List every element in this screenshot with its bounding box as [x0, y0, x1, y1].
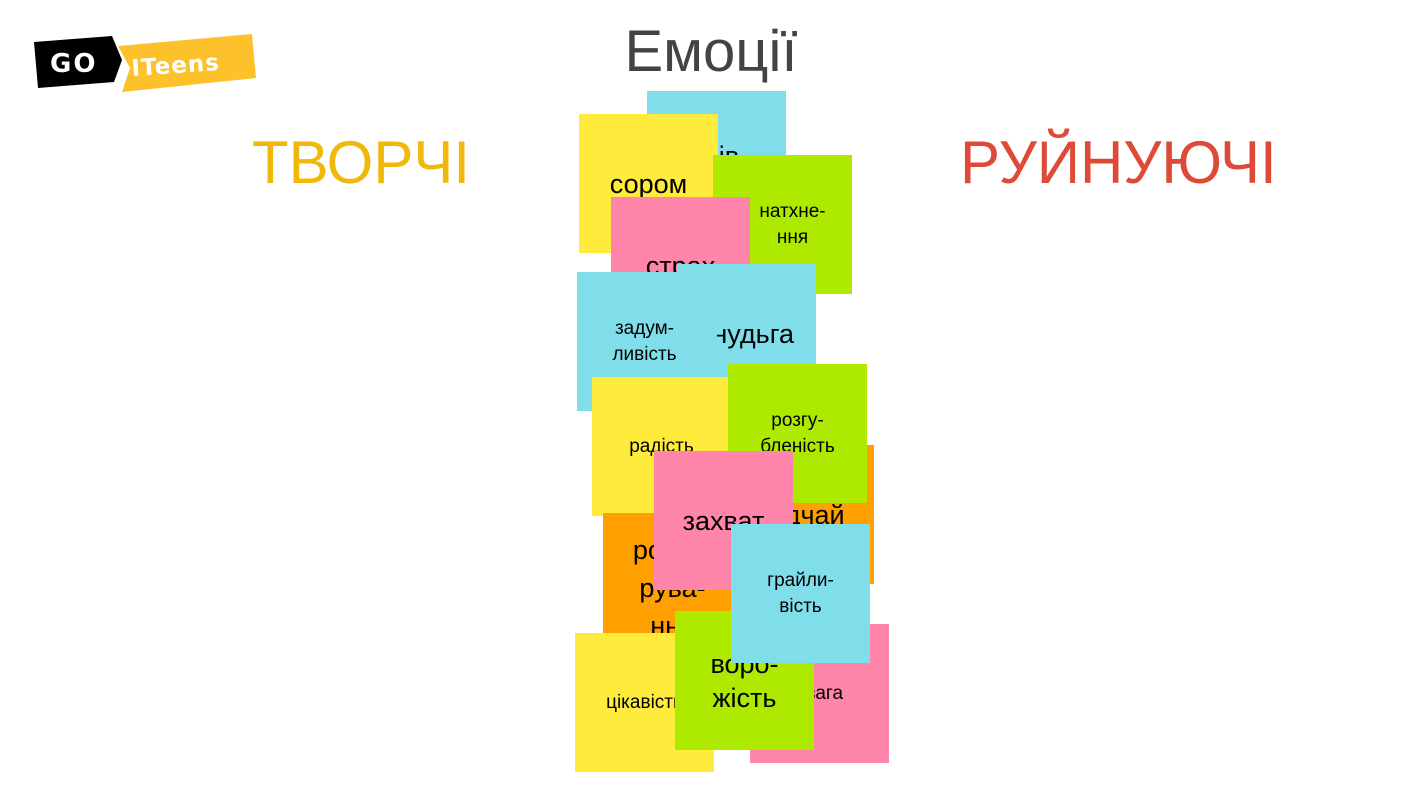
logo-go-shape [34, 36, 122, 88]
sticky-note-playfulness[interactable]: грайли- вість [731, 524, 870, 663]
logo-iteens-shape [118, 34, 256, 92]
note-label: натхне- ння [759, 200, 826, 248]
note-label: нудьга [712, 318, 794, 349]
page-title: Емоції [624, 19, 798, 84]
goiteens-logo: GO ITeens [34, 34, 256, 92]
logo-iteens-text: ITeens [131, 50, 221, 82]
logo-go-text: GO [50, 49, 97, 79]
note-label: сором [609, 168, 688, 199]
note-label: задум- ливість [612, 317, 677, 365]
note-label: грайли- вість [767, 569, 834, 617]
heading-creative: ТВОРЧІ [252, 129, 471, 196]
note-label: цікавість [606, 691, 683, 713]
heading-destructive: РУЙНУЮЧІ [960, 129, 1277, 196]
